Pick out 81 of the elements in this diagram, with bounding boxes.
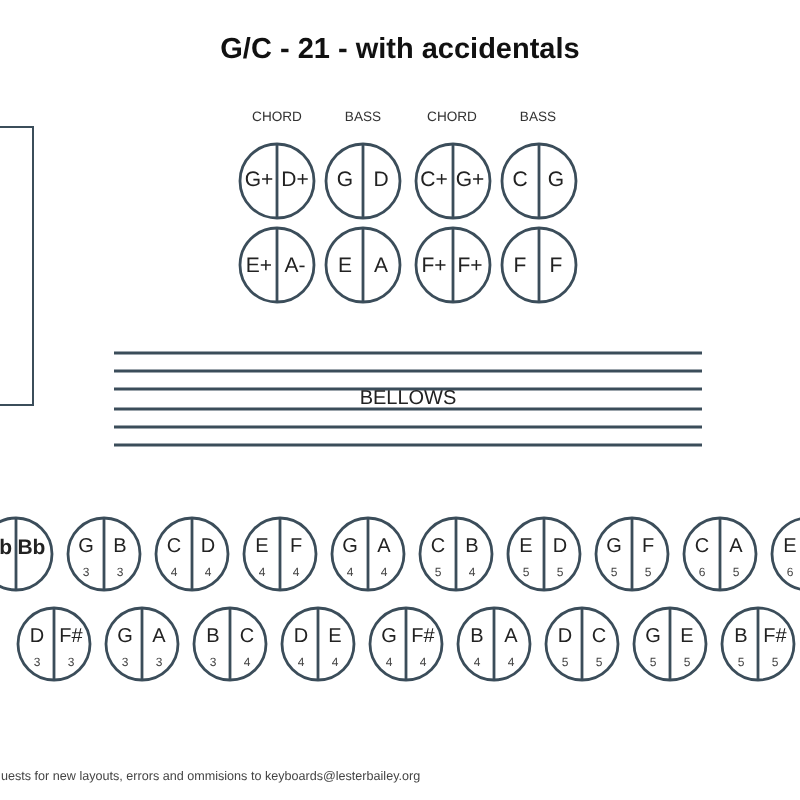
note-label: A-	[284, 254, 306, 276]
note-label: A	[504, 627, 518, 647]
key-circle	[368, 605, 444, 681]
note-label: D+	[281, 169, 309, 191]
note-label: D	[557, 627, 573, 647]
key-circle	[413, 141, 491, 219]
key-circle	[324, 141, 402, 219]
note-label: Bb	[17, 536, 46, 558]
note-label: D	[373, 169, 389, 191]
note-label: F	[641, 537, 655, 557]
key-circle	[417, 515, 493, 591]
note-label: D	[552, 537, 568, 557]
key-circle	[324, 226, 402, 304]
note-label: E	[328, 627, 342, 647]
note-label: G	[381, 627, 397, 647]
note-label: D	[293, 627, 309, 647]
note-label: E+	[245, 254, 273, 276]
note-label: F	[513, 254, 527, 276]
note-label: B	[113, 537, 127, 557]
key-circle	[499, 226, 577, 304]
note-label: G+	[244, 169, 274, 191]
key-circle	[238, 141, 316, 219]
bellows-label: BELLOWS	[359, 391, 457, 407]
note-label: C	[166, 537, 182, 557]
note-label: C	[591, 627, 607, 647]
key-circle	[456, 605, 532, 681]
key-circle	[505, 515, 581, 591]
key-circle	[329, 515, 405, 591]
note-label: G	[547, 169, 565, 191]
note-label: G+	[455, 169, 485, 191]
note-label: G	[342, 537, 358, 557]
key-circle	[632, 605, 708, 681]
key-circle	[238, 226, 316, 304]
note-label: b	[0, 536, 12, 558]
key-circle	[413, 226, 491, 304]
key-circle	[16, 605, 92, 681]
note-label: A	[729, 537, 743, 557]
note-label: C	[512, 169, 528, 191]
note-label: F	[549, 254, 563, 276]
side-panel	[0, 126, 34, 406]
note-label: E	[680, 627, 694, 647]
note-label: C	[430, 537, 446, 557]
note-label: F#	[763, 627, 787, 647]
note-label: G	[645, 627, 661, 647]
note-label: E	[255, 537, 269, 557]
note-label: B	[465, 537, 479, 557]
key-circle	[280, 605, 356, 681]
note-label: B	[206, 627, 220, 647]
note-label: G	[606, 537, 622, 557]
key-circle	[65, 515, 141, 591]
key-circle	[499, 141, 577, 219]
note-label: F#	[59, 627, 83, 647]
note-label: C	[694, 537, 710, 557]
key-circle	[593, 515, 669, 591]
note-label: B	[470, 627, 484, 647]
note-label: F#	[411, 627, 435, 647]
note-label: A	[377, 537, 391, 557]
note-label: F	[289, 537, 303, 557]
note-label: C	[239, 627, 255, 647]
note-label: B	[734, 627, 748, 647]
note-label: E	[338, 254, 352, 276]
title: G/C - 21 - with accidentals	[220, 35, 580, 65]
key-circle	[153, 515, 229, 591]
note-label: G	[78, 537, 94, 557]
key-circle	[681, 515, 757, 591]
note-label: A	[374, 254, 388, 276]
note-label: F+	[421, 254, 447, 276]
note-label: D	[29, 627, 45, 647]
note-label: E	[783, 537, 797, 557]
note-label: G	[336, 169, 354, 191]
note-label: D	[200, 537, 216, 557]
key-circle	[241, 515, 317, 591]
note-label: C+	[420, 169, 448, 191]
note-label: E	[519, 537, 533, 557]
note-label: F+	[457, 254, 483, 276]
note-label: A	[152, 627, 166, 647]
key-circle	[192, 605, 268, 681]
key-circle	[720, 605, 796, 681]
key-circle	[104, 605, 180, 681]
key-circle	[544, 605, 620, 681]
note-label: G	[117, 627, 133, 647]
